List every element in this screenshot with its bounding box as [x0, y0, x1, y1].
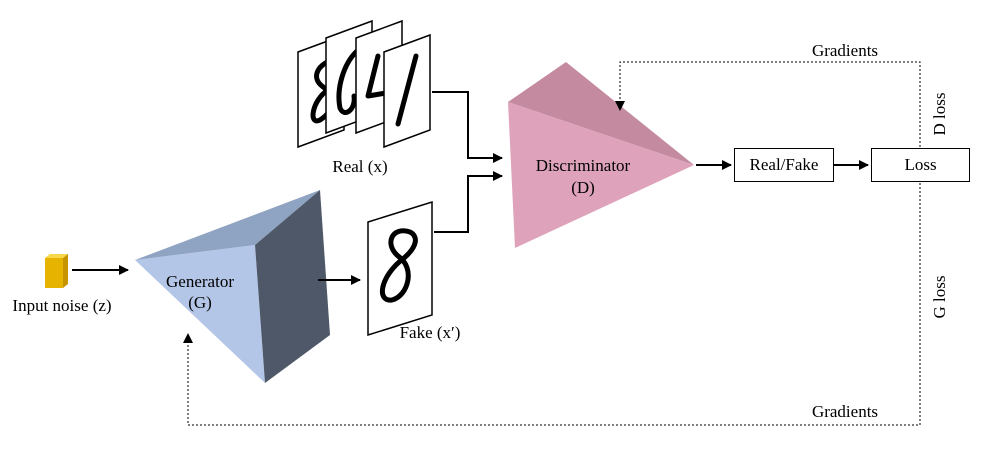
generator-gradient-path — [183, 183, 921, 426]
fake-to-discriminator-arrow — [434, 171, 503, 233]
input-noise-block — [45, 254, 68, 288]
g-loss-label: G loss — [930, 275, 949, 319]
generator-name: Generator — [166, 272, 234, 291]
generator-prism — [135, 190, 330, 383]
discriminator-symbol: (D) — [571, 178, 595, 197]
fake-sample-card — [367, 200, 433, 337]
realfake-box: Real/Fake — [734, 148, 834, 182]
loss-box: Loss — [871, 148, 970, 182]
real-label: Real (x) — [332, 157, 388, 176]
discriminator-name: Discriminator — [535, 156, 631, 175]
gradients-top-label: Gradients — [811, 41, 879, 60]
real-digit-card-4 — [383, 33, 431, 149]
real-sample-cards — [297, 19, 431, 149]
discriminator-gradient-path — [615, 61, 921, 147]
input-noise-label: Input noise (z) — [12, 296, 112, 315]
discriminator-prism — [508, 62, 694, 248]
generator-symbol: (G) — [188, 293, 212, 312]
d-loss-label: D loss — [930, 92, 949, 136]
gradients-bottom-label: Gradients — [811, 402, 879, 421]
fake-label: Fake (x′) — [399, 323, 461, 342]
real-to-discriminator-arrow — [432, 91, 503, 163]
